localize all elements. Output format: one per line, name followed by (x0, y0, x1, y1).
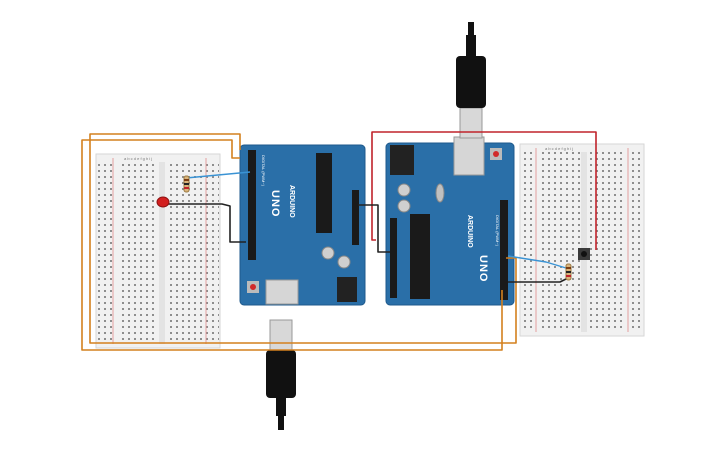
usb-port-left (265, 279, 299, 305)
resistor-left[interactable] (183, 175, 190, 193)
atmega-chip-right (410, 214, 430, 299)
arduino-uno-right[interactable]: ARDUINO UNO DIGITAL (PWM~) (385, 136, 515, 306)
brand-label-left: ARDUINO (288, 185, 295, 218)
model-label-right: UNO (477, 255, 489, 282)
wire-orange-1 (89, 133, 517, 344)
wire-black-middle (358, 204, 390, 253)
wire-red (371, 131, 597, 250)
usb-cable-top (456, 22, 486, 139)
reset-button-right[interactable] (493, 151, 499, 157)
breadboard-left-letters: a b c d e f g h i j (124, 156, 152, 161)
wire-orange-2 (81, 139, 503, 351)
wire-black-right (508, 277, 569, 283)
pushbutton[interactable] (578, 248, 590, 260)
wires (81, 131, 597, 351)
svg-text:DIGITAL (PWM~): DIGITAL (PWM~) (261, 155, 266, 187)
breadboard-left[interactable]: a b c d e f g h i j (95, 153, 221, 349)
breadboard-right[interactable]: a b c d e f g h i j (519, 143, 645, 337)
model-label-left: UNO (269, 190, 281, 217)
reset-button-left[interactable] (250, 284, 256, 290)
atmega-chip-left (316, 153, 332, 233)
wire-blue-left (185, 171, 251, 179)
led-red[interactable] (156, 196, 170, 208)
svg-text:DIGITAL (PWM~): DIGITAL (PWM~) (495, 215, 500, 247)
usb-port-right (453, 136, 485, 176)
arduino-uno-left[interactable]: ARDUINO UNO DIGITAL (PWM~) (239, 144, 366, 306)
wire-black-left (168, 203, 246, 243)
brand-label-right: ARDUINO (466, 215, 473, 248)
wire-blue-right (507, 255, 567, 269)
breadboard-right-letters: a b c d e f g h i j (545, 146, 573, 151)
usb-cable-bottom (266, 319, 296, 430)
resistor-right[interactable] (565, 263, 572, 281)
